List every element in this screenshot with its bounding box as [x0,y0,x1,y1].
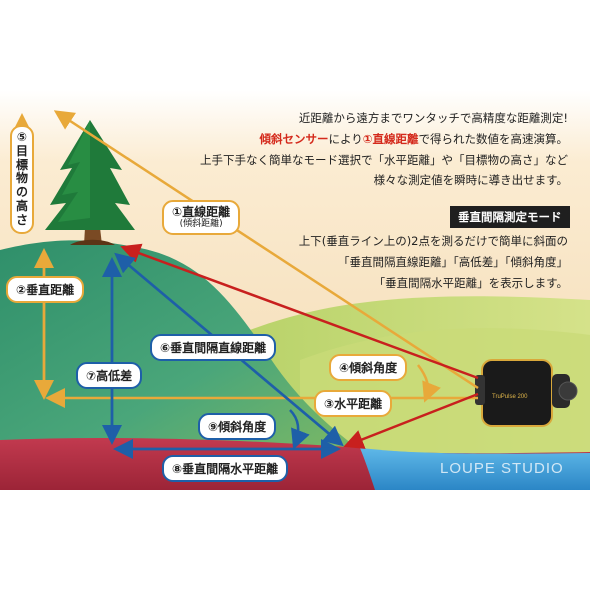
intro-line-2-d: で得られた数値を高速演算。 [418,132,569,146]
intro-line-2-b: により [328,132,363,146]
mode-line-2: 「垂直間隔直線距離」「高低差」「傾斜角度」 [338,255,568,269]
straight-distance-text: ①直線距離 [362,132,419,146]
label-vertical-distance: ②垂直距離 [6,276,85,303]
label-straight-distance-sub: (傾斜距離) [179,219,223,230]
red-measure-lines [120,243,479,449]
intro-line-4: 様々な測定値を瞬時に導き出せます。 [373,173,568,187]
straight-distance-line [53,110,479,390]
watermark-logo: LOUPE STUDIO [440,460,564,477]
intro-line-2: 傾斜センサーにより①直線距離で得られた数値を高速演算。 [259,132,569,146]
blue-triangle [102,252,344,459]
intro-line-3: 上手下手なく簡単なモード選択で「水平距離」や「目標物の高さ」など [200,153,568,167]
label-height-difference: ⑦高低差 [76,362,143,389]
label-slope-angle: ⑨傾斜角度 [198,413,277,440]
label-horizontal-distance: ③水平距離 [314,390,393,417]
river [360,448,590,490]
mode-line-1: 上下(垂直ライン上の)2点を測るだけで簡単に斜面の [298,234,568,248]
tilt-sensor-text: 傾斜センサー [259,132,329,146]
svg-text:TruPulse 200: TruPulse 200 [492,394,528,400]
label-straight-distance-main: ①直線距離 [172,205,231,219]
intro-line-1: 近距離から遠方までワンタッチで高精度な距離測定! [298,111,568,125]
label-vertical-interval-horizontal: ⑧垂直間隔水平距離 [162,455,289,482]
label-straight-distance: ①直線距離 (傾斜距離) [162,200,241,236]
label-vertical-interval-distance: ⑥垂直間隔直線距離 [150,334,277,361]
mode-line-3: 「垂直間隔水平距離」を表示します。 [373,276,568,290]
label-target-height: ⑤目標物の高さ [10,125,34,234]
tilt-angle-arc [417,364,441,403]
tree [45,120,135,245]
mode-title: 垂直間隔測定モード [450,206,570,228]
label-tilt-angle: ④傾斜角度 [329,354,408,381]
